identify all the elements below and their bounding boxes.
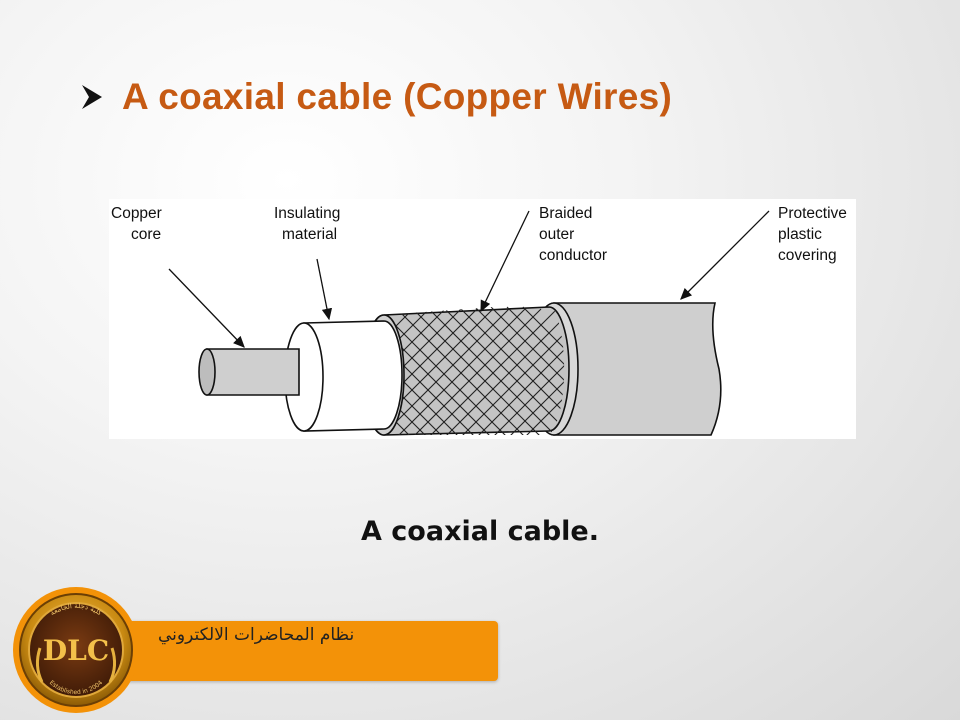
label-copper-core: Copper core <box>111 205 162 243</box>
label-insulating-material-line2: material <box>282 226 337 243</box>
label-braided-line2: outer <box>539 226 574 243</box>
slide-title-text: A coaxial cable (Copper Wires) <box>122 76 673 117</box>
figure-caption: A coaxial cable. <box>361 516 599 547</box>
footer-banner <box>70 621 498 681</box>
arrowhead-bullet-icon <box>82 85 102 109</box>
label-protective-line1: Protective <box>778 205 847 222</box>
copper-core-shape <box>198 348 300 396</box>
label-braided-line1: Braided <box>539 205 592 222</box>
label-copper-core-line2: core <box>131 226 161 243</box>
label-braided-outer-conductor: Braided outer conductor <box>539 205 607 264</box>
label-protective-line3: covering <box>778 247 837 264</box>
label-insulating-material: Insulating material <box>274 205 340 243</box>
label-pointers <box>168 210 770 348</box>
footer-title: نظام المحاضرات الالكتروني <box>158 625 355 645</box>
logo-letters: DLC <box>43 634 109 667</box>
label-protective-line2: plastic <box>778 226 822 243</box>
label-protective-plastic-covering: Protective plastic covering <box>778 205 847 264</box>
slide-title: A coaxial cable (Copper Wires) <box>80 76 672 118</box>
insulating-material-shape <box>284 320 403 432</box>
label-insulating-material-line1: Insulating <box>274 205 340 222</box>
coaxial-cable-diagram: Copper core Insulating material Braided … <box>109 199 856 439</box>
university-seal-logo: كلية دجلة الجامعة Established in 2004 DL… <box>13 587 139 713</box>
label-copper-core-line1: Copper <box>111 205 162 222</box>
label-braided-line3: conductor <box>539 247 607 264</box>
